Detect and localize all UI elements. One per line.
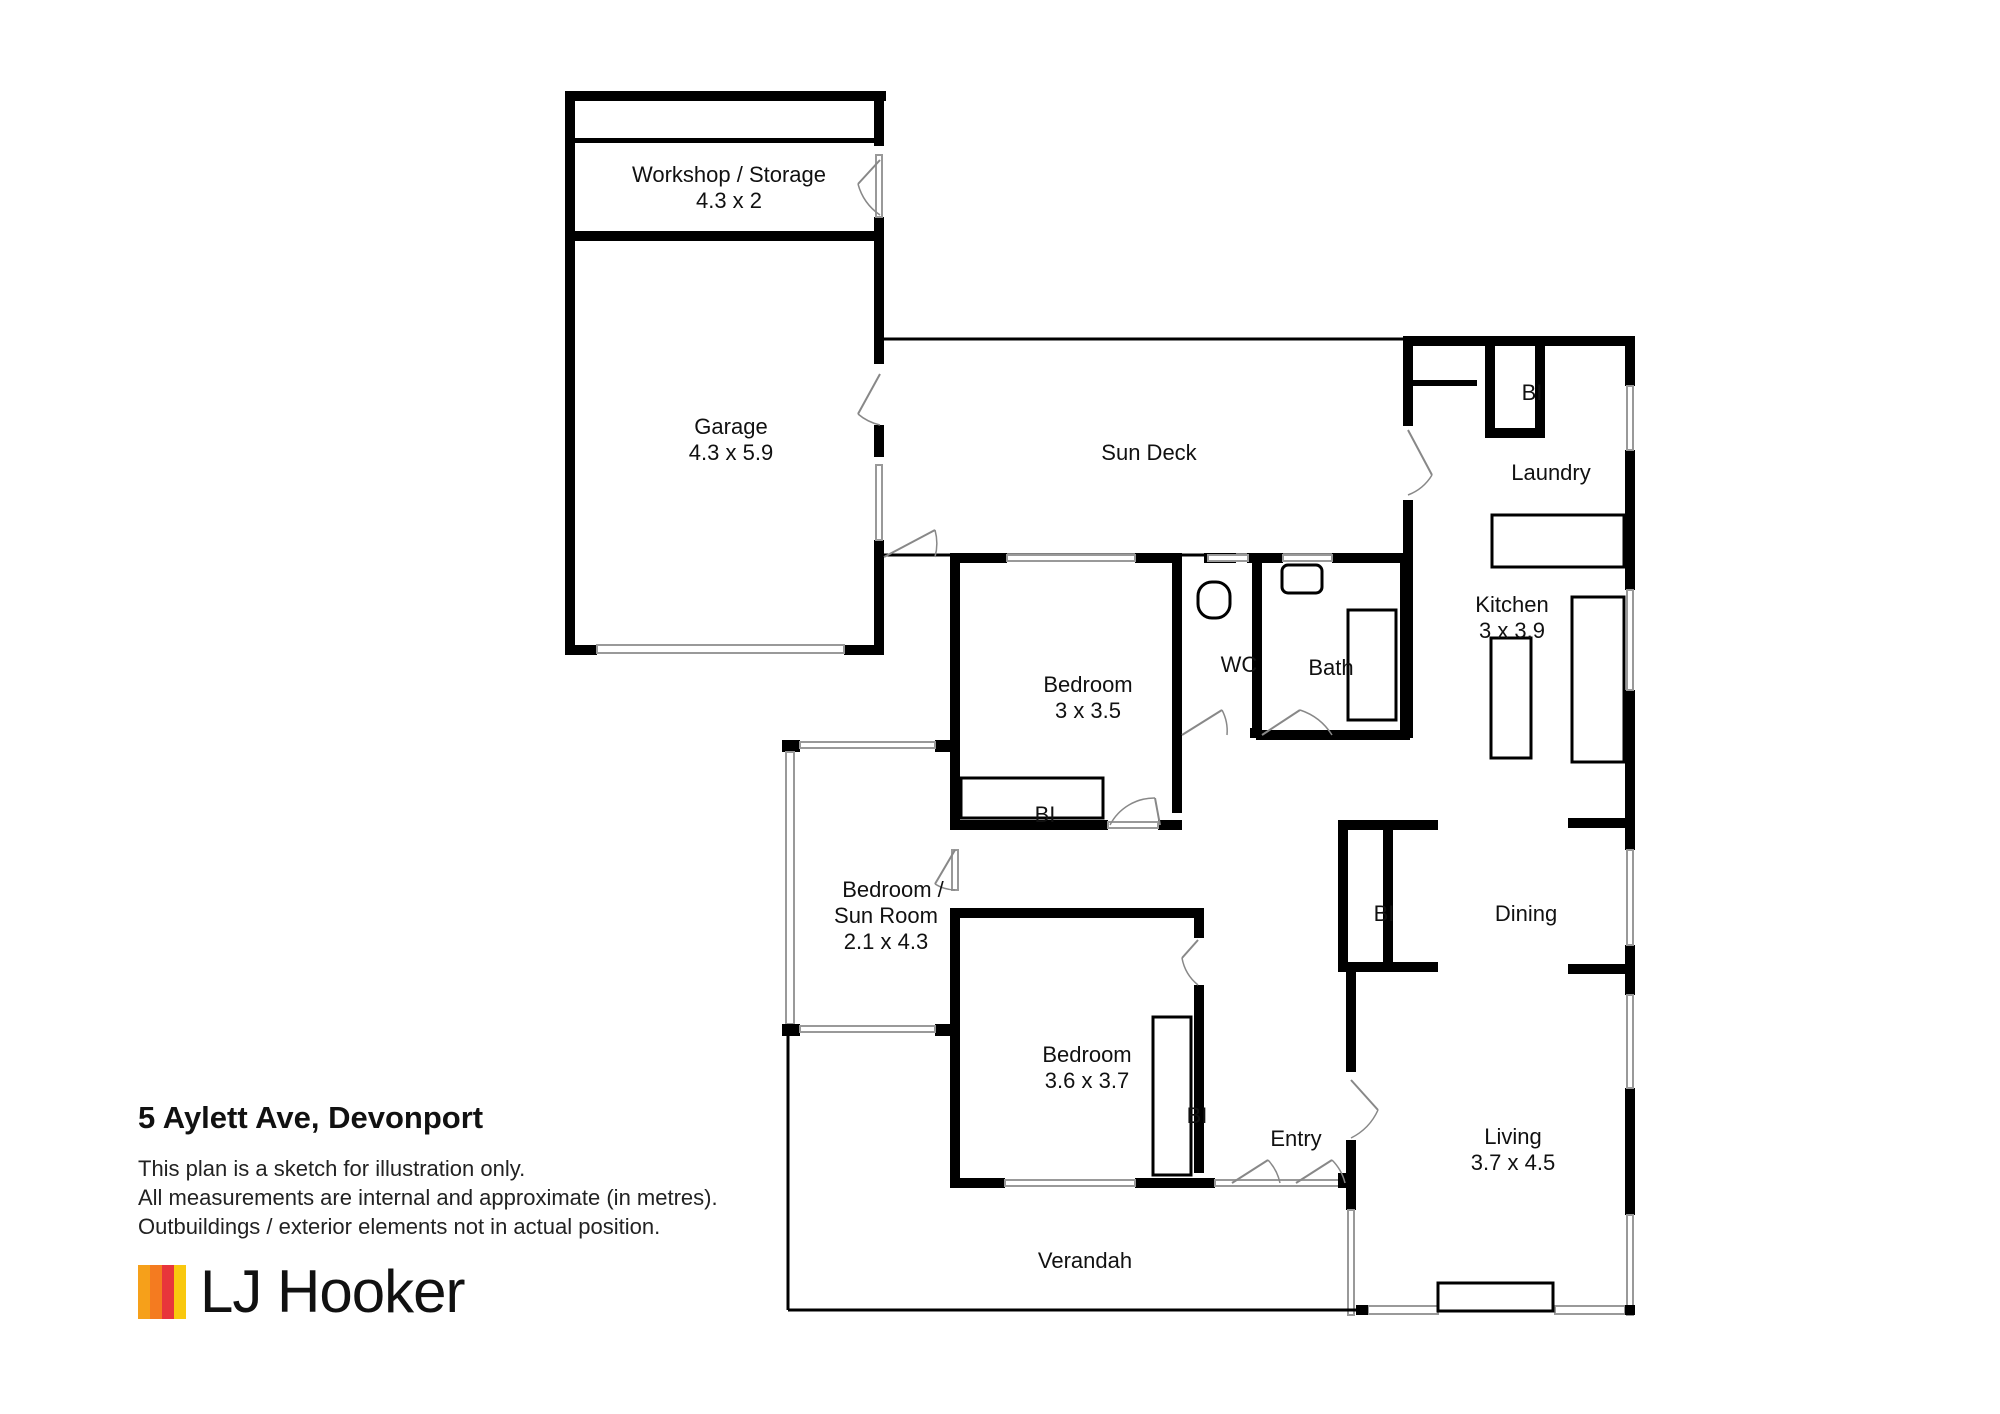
- disclaimer-line: All measurements are internal and approx…: [138, 1185, 718, 1210]
- disclaimer: This plan is a sketch for illustration o…: [138, 1154, 718, 1241]
- bath-name: Bath: [1308, 655, 1353, 680]
- lj-hooker-logo: LJ Hooker: [138, 1258, 465, 1325]
- plan-caption: 5 Aylett Ave, Devonport This plan is a s…: [138, 1100, 718, 1241]
- logo-bar: [174, 1265, 186, 1319]
- logo-bar: [138, 1265, 150, 1319]
- room-labels: Workshop / Storage 4.3 x 2 Garage 4.3 x …: [632, 162, 1591, 1273]
- wc-name: WC: [1221, 652, 1258, 677]
- logo-color-bars: [138, 1265, 186, 1319]
- garage-block: [565, 91, 886, 655]
- garage-size: 4.3 x 5.9: [689, 440, 773, 465]
- house-walls: [782, 336, 1635, 1316]
- disclaimer-line: Outbuildings / exterior elements not in …: [138, 1214, 661, 1239]
- sunroom-name-line1: Bedroom /: [842, 877, 944, 902]
- sunroom-size: 2.1 x 4.3: [844, 929, 928, 954]
- kitchen-name: Kitchen: [1475, 592, 1548, 617]
- bedroom2-name: Bedroom: [1042, 1042, 1131, 1067]
- built-in-label: BI: [1187, 1103, 1208, 1128]
- bedroom1-size: 3 x 3.5: [1055, 698, 1121, 723]
- entry-name: Entry: [1270, 1126, 1321, 1151]
- dining-name: Dining: [1495, 901, 1557, 926]
- disclaimer-line: This plan is a sketch for illustration o…: [138, 1156, 526, 1181]
- verandah-name: Verandah: [1038, 1248, 1132, 1273]
- logo-bar: [162, 1265, 174, 1319]
- sunroom-name-line2: Sun Room: [834, 903, 938, 928]
- living-size: 3.7 x 4.5: [1471, 1150, 1555, 1175]
- built-in-label: BI: [1522, 380, 1543, 405]
- laundry-name: Laundry: [1511, 460, 1591, 485]
- bedroom1-name: Bedroom: [1043, 672, 1132, 697]
- built-in-label: BI: [1374, 901, 1395, 926]
- kitchen-size: 3 x 3.9: [1479, 618, 1545, 643]
- built-in-label: BI: [1035, 802, 1056, 827]
- door-swings: [857, 159, 1433, 1184]
- property-address: 5 Aylett Ave, Devonport: [138, 1100, 484, 1135]
- bedroom2-size: 3.6 x 3.7: [1045, 1068, 1129, 1093]
- logo-wordmark: LJ Hooker: [200, 1258, 465, 1325]
- logo-bar: [150, 1265, 162, 1319]
- workshop-size: 4.3 x 2: [696, 188, 762, 213]
- living-name: Living: [1484, 1124, 1541, 1149]
- garage-name: Garage: [694, 414, 767, 439]
- sun-deck-name: Sun Deck: [1101, 440, 1197, 465]
- workshop-name: Workshop / Storage: [632, 162, 826, 187]
